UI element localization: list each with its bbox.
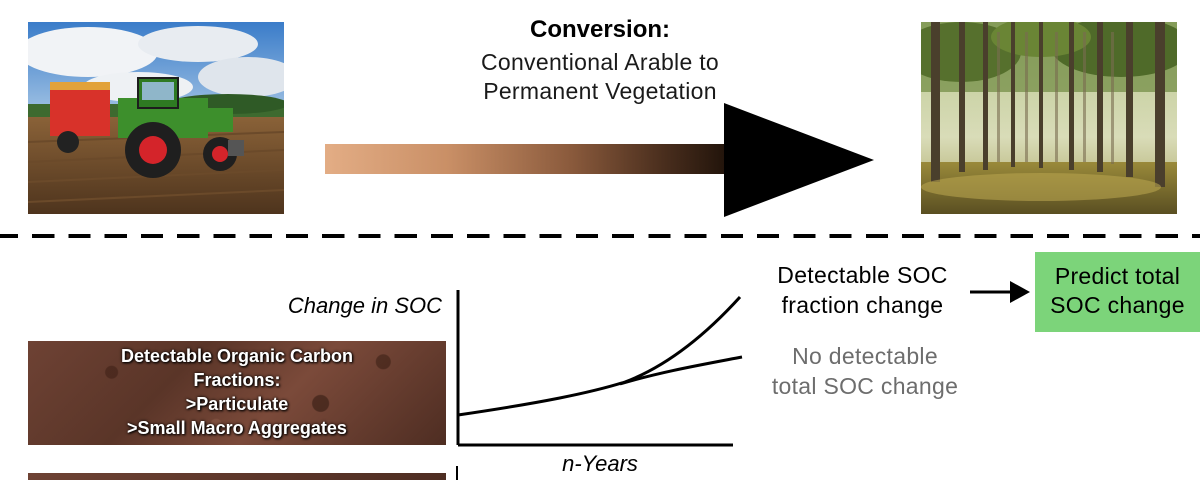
- predict-line1: Predict total: [1054, 263, 1181, 289]
- predict-arrow-icon: [970, 281, 1030, 303]
- conversion-description: Conventional Arable to Permanent Vegetat…: [420, 48, 780, 106]
- conversion-description-line2: Permanent Vegetation: [483, 78, 717, 104]
- predict-text: Predict total SOC change: [1035, 262, 1200, 320]
- total-soc-curve: [619, 355, 743, 386]
- conversion-arrow-head-icon: [724, 103, 874, 217]
- soil-box-lower: [28, 473, 446, 480]
- soc-change-chart: [456, 290, 743, 447]
- soil-line3: >Particulate: [185, 394, 289, 414]
- soil-line4: >Small Macro Aggregates: [127, 418, 347, 438]
- forest-photo: [921, 22, 1177, 214]
- x-axis-label: n-Years: [562, 451, 638, 476]
- soil-fractions-text: Detectable Organic Carbon Fractions: >Pa…: [28, 344, 446, 440]
- no-detect-line1: No detectable: [792, 343, 938, 369]
- no-detect-line2: total SOC change: [771, 373, 959, 399]
- soil-line2: Fractions:: [193, 370, 281, 390]
- section-divider: [0, 234, 1200, 238]
- no-detectable-label: No detectable total SOC change: [740, 341, 990, 401]
- conversion-title: Conversion:: [529, 16, 670, 43]
- predict-box: [1035, 252, 1200, 332]
- conversion-arrow-shaft: [325, 144, 735, 174]
- tractor-field-photo: [28, 22, 284, 214]
- soil-fractions-box: [28, 341, 446, 445]
- detectable-line2: fraction change: [781, 292, 944, 318]
- predict-line2: SOC change: [1050, 292, 1185, 318]
- detectable-fraction-label: Detectable SOC fraction change: [740, 260, 985, 320]
- fraction-change-curve: [457, 295, 742, 417]
- axis-continuation: [456, 466, 458, 480]
- y-axis-label: Change in SOC: [287, 293, 442, 318]
- conversion-description-line1: Conventional Arable to: [480, 49, 720, 75]
- soil-line1: Detectable Organic Carbon: [120, 346, 354, 366]
- detectable-line1: Detectable SOC: [777, 262, 948, 288]
